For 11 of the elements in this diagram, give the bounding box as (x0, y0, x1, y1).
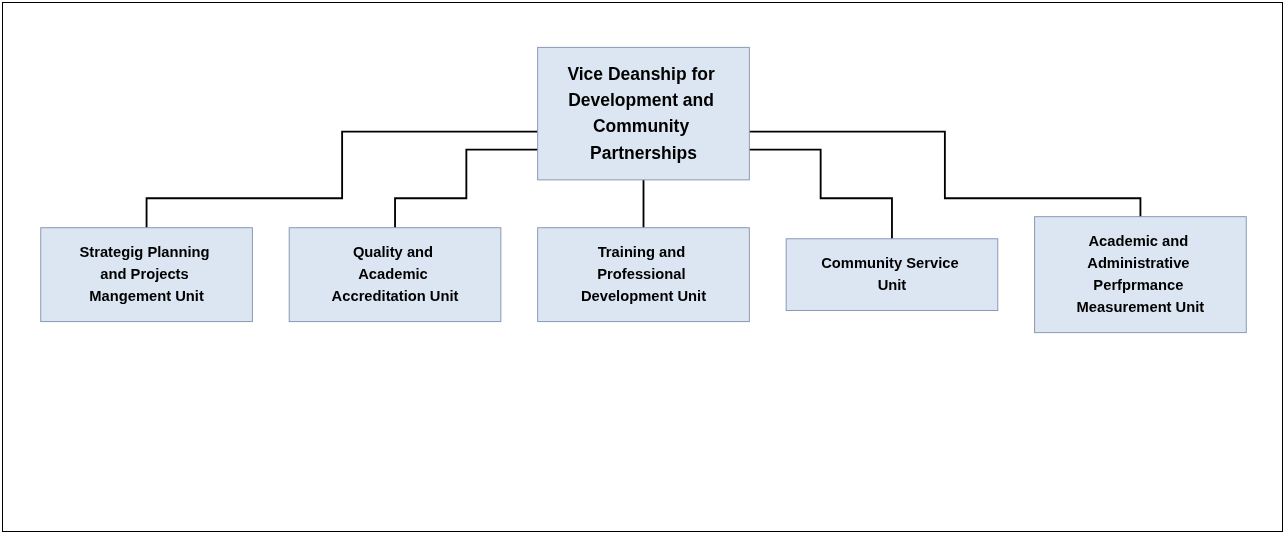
connector (394, 148, 539, 229)
node-box: Training and Professional Development Unit (537, 227, 750, 323)
node-box: Quality and Academic Accreditation Unit (288, 227, 502, 323)
node-box: Strategig Planning and Projects Mangement Unit (40, 227, 253, 323)
connector (748, 148, 893, 240)
connector (642, 178, 645, 229)
connector (748, 130, 1142, 218)
node-box: Academic and Administrative Perfprmance Measurement Unit (1034, 216, 1247, 334)
node-box: Community Service Unit (785, 238, 999, 311)
node-box: Vice Deanship for Development and Community Partnerships (537, 46, 750, 181)
connector (145, 130, 539, 229)
